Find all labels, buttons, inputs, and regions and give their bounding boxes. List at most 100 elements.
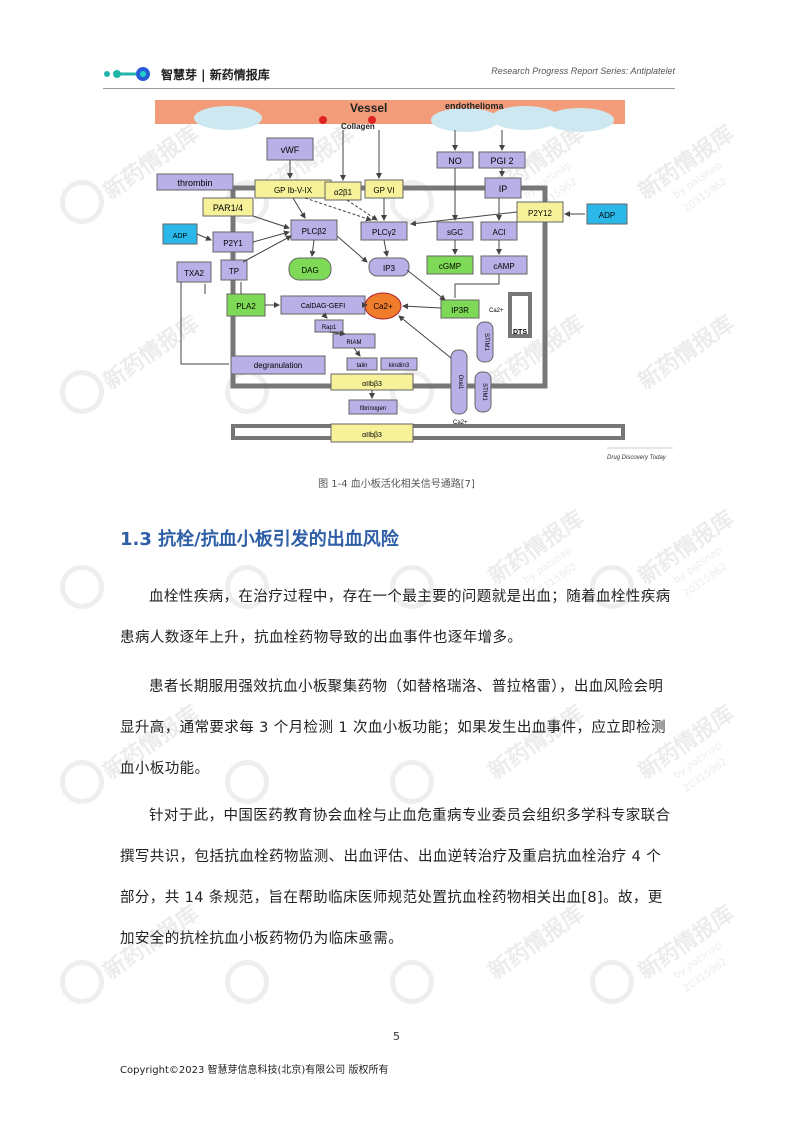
watermark-sub: 20315962 bbox=[681, 176, 730, 215]
node-ip: IP bbox=[484, 177, 522, 199]
watermark-logo bbox=[60, 370, 104, 414]
node-gp-ib: GP Ib-V-IX bbox=[254, 179, 332, 199]
section-title: 1.3 抗栓/抗血小板引发的出血风险 bbox=[120, 529, 399, 550]
svg-text:IP3: IP3 bbox=[383, 264, 396, 273]
node-dag: DAG bbox=[288, 257, 332, 281]
membrane-bottom bbox=[231, 424, 625, 440]
node-degranulation: degranulation bbox=[230, 355, 326, 375]
figure-caption: 图 1-4 血小板活化相关信号通路[7] bbox=[318, 479, 475, 490]
node-vwf: vWF bbox=[266, 137, 314, 161]
feedback-lines bbox=[180, 274, 500, 365]
node-talin: talin bbox=[346, 357, 378, 371]
watermark-sub: 20315962 bbox=[681, 956, 730, 995]
svg-text:TXA2: TXA2 bbox=[184, 269, 205, 278]
ca-label-small: Ca2+ bbox=[489, 308, 504, 314]
node-p2y12: P2Y12 bbox=[516, 201, 564, 223]
endothelial-cell bbox=[194, 106, 262, 130]
svg-text:cGMP: cGMP bbox=[439, 262, 461, 271]
svg-text:Orai1: Orai1 bbox=[457, 375, 463, 390]
node-adp-right: ADP bbox=[586, 203, 628, 225]
watermark-logo bbox=[60, 180, 104, 224]
node-tp: TP bbox=[220, 259, 248, 281]
node-pgi2: PGI 2 bbox=[478, 151, 526, 169]
endothelioma-label: endothelioma bbox=[445, 101, 504, 111]
svg-text:kindlin3: kindlin3 bbox=[389, 363, 410, 369]
node-gp-vi: GP VI bbox=[364, 179, 404, 199]
watermark-sub: by patsnap bbox=[671, 939, 724, 982]
svg-text:degranulation: degranulation bbox=[254, 361, 302, 370]
node-ca: Ca2+ bbox=[364, 292, 402, 320]
copyright-notice: Copyright©2023 智慧芽信息科技(北京)有限公司 版权所有 bbox=[120, 1065, 389, 1076]
svg-text:talin: talin bbox=[356, 363, 367, 369]
svg-text:αIIbβ3: αIIbβ3 bbox=[362, 432, 382, 439]
node-aiib-b3: αIIbβ3 bbox=[330, 373, 414, 391]
svg-text:DAG: DAG bbox=[301, 266, 318, 275]
node-acl: ACl bbox=[480, 221, 518, 241]
svg-text:cAMP: cAMP bbox=[493, 262, 514, 271]
svg-text:vWF: vWF bbox=[281, 145, 300, 155]
svg-text:STIM1: STIM1 bbox=[483, 333, 489, 351]
svg-text:TP: TP bbox=[229, 267, 239, 276]
watermark-logo bbox=[590, 960, 634, 1004]
watermark-logo bbox=[225, 960, 269, 1004]
dts-label: DTS bbox=[513, 329, 527, 336]
endothelial-cell bbox=[546, 108, 614, 132]
node-stim1: STIM1 bbox=[474, 371, 492, 413]
vessel-label: Vessel bbox=[350, 101, 387, 115]
pathway-arrows bbox=[196, 130, 585, 399]
svg-text:PLCβ2: PLCβ2 bbox=[302, 227, 327, 236]
node-no: NO bbox=[436, 151, 474, 169]
figure-source: Drug Discovery Today bbox=[607, 455, 667, 461]
svg-text:PGI 2: PGI 2 bbox=[490, 156, 513, 166]
node-sgc: sGC bbox=[436, 221, 474, 241]
brand-logo-icon bbox=[104, 67, 150, 81]
svg-text:ADP: ADP bbox=[173, 233, 188, 240]
header-divider bbox=[103, 88, 675, 89]
svg-text:CalDAG-GEFI: CalDAG-GEFI bbox=[301, 303, 345, 310]
brand-name: 智慧芽 | 新药情报库 bbox=[161, 68, 270, 82]
collagen-dot bbox=[319, 116, 327, 124]
watermark-sub: 20315962 bbox=[681, 756, 730, 795]
paragraph-text: 患者长期服用强效抗血小板聚集药物（如替格瑞洛、普拉格雷），出血风险会明显升高，通… bbox=[120, 679, 666, 777]
watermark-sub: by patsnap bbox=[671, 159, 724, 202]
svg-text:STIM1: STIM1 bbox=[481, 383, 487, 401]
node-rap1: Rap1 bbox=[314, 319, 344, 333]
node-aiib-b3-bottom: αIIbβ3 bbox=[330, 423, 414, 443]
svg-text:IP3R: IP3R bbox=[451, 306, 469, 315]
svg-text:fibrinogen: fibrinogen bbox=[360, 406, 386, 412]
ca-label-bottom: Ca2+ bbox=[453, 420, 468, 426]
report-series: Research Progress Report Series: Antipla… bbox=[491, 66, 675, 76]
node-cgmp: cGMP bbox=[426, 255, 474, 275]
svg-text:GP Ib-V-IX: GP Ib-V-IX bbox=[274, 186, 313, 195]
svg-text:ADP: ADP bbox=[599, 211, 615, 220]
node-pla2: PLA2 bbox=[226, 293, 266, 317]
node-plcb2: PLCβ2 bbox=[290, 219, 338, 241]
svg-text:α2β1: α2β1 bbox=[334, 188, 353, 197]
svg-text:ACl: ACl bbox=[493, 228, 506, 237]
dts-membrane bbox=[508, 292, 532, 338]
node-thrombin: thrombin bbox=[156, 173, 234, 191]
svg-text:PAR1/4: PAR1/4 bbox=[213, 203, 243, 213]
paragraph-text: 血栓性疾病，在治疗过程中，存在一个最主要的问题就是出血；随着血栓性疾病患病人数逐… bbox=[120, 589, 671, 646]
endothelial-cell bbox=[431, 108, 499, 132]
node-p2y1: P2Y1 bbox=[212, 231, 254, 253]
platelet-signaling-diagram: Vessel endothelioma Collagen vWF GP Ib-V… bbox=[155, 100, 673, 461]
body-paragraph: 血栓性疾病，在治疗过程中，存在一个最主要的问题就是出血；随着血栓性疾病患病人数逐… bbox=[120, 577, 676, 659]
dashed-arrows bbox=[304, 197, 378, 222]
node-camp: cAMP bbox=[480, 255, 528, 275]
svg-text:sGC: sGC bbox=[447, 228, 463, 237]
node-adp-left: ADP bbox=[162, 223, 198, 245]
node-kindlin3: kindlin3 bbox=[380, 357, 418, 371]
watermark-logo bbox=[60, 760, 104, 804]
watermark-logo bbox=[60, 960, 104, 1004]
svg-text:αIIbβ3: αIIbβ3 bbox=[362, 381, 382, 388]
node-par: PAR1/4 bbox=[202, 197, 254, 217]
body-paragraph: 针对于此，中国医药教育协会血栓与止血危重病专业委员会组织多学科专家联合撰写共识，… bbox=[120, 796, 676, 960]
node-orai1: Orai1 bbox=[450, 349, 468, 415]
watermark-sub: by patsnap bbox=[671, 544, 724, 587]
paragraph-text: 针对于此，中国医药教育协会血栓与止血危重病专业委员会组织多学科专家联合撰写共识，… bbox=[120, 808, 671, 947]
svg-text:Ca2+: Ca2+ bbox=[373, 302, 393, 311]
svg-text:GP VI: GP VI bbox=[373, 186, 394, 195]
node-a2b1: α2β1 bbox=[324, 181, 362, 201]
svg-text:P2Y12: P2Y12 bbox=[528, 209, 553, 218]
